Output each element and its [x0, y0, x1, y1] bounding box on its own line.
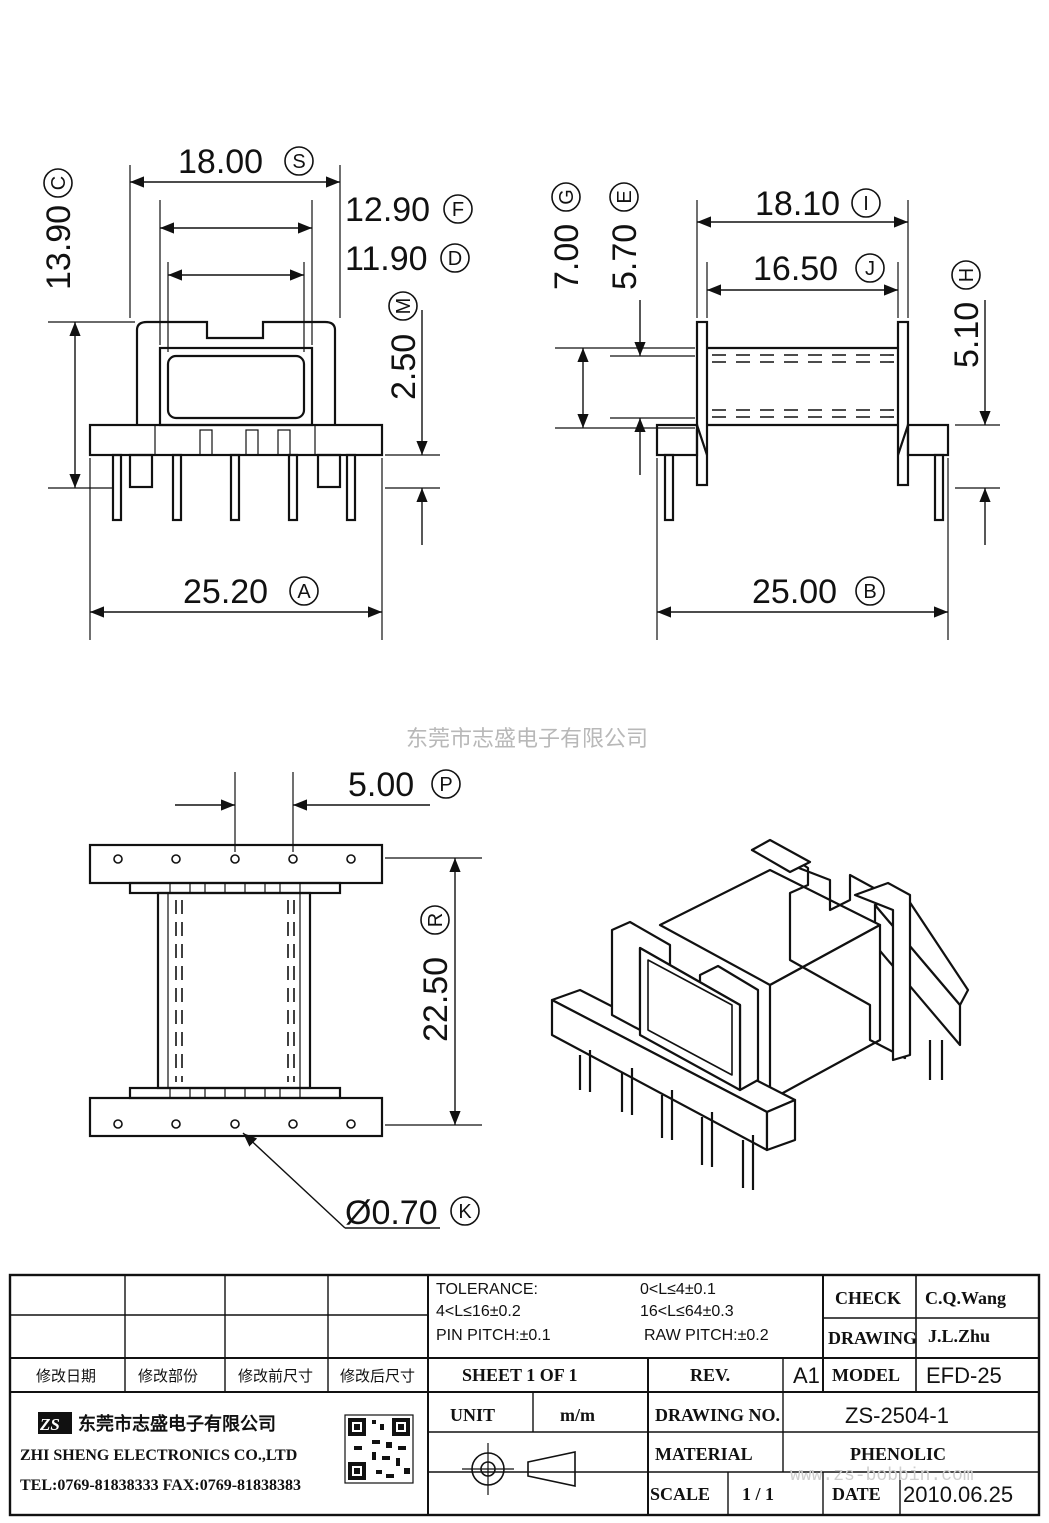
- dim-F: 12.90 F: [345, 191, 473, 229]
- model-label: MODEL: [832, 1365, 900, 1385]
- rev-value: A1: [793, 1363, 820, 1388]
- rev-label: REV.: [690, 1365, 730, 1385]
- dim-E: 5.70 E: [606, 182, 644, 290]
- watermark-text: 东莞市志盛电子有限公司: [406, 727, 648, 752]
- qr-code: [348, 1418, 410, 1480]
- tolerance-1: 0<L≤4±0.1: [640, 1281, 716, 1298]
- rev-header-date: 修改日期: [36, 1367, 96, 1385]
- company-block: ZS 东莞市志盛电子有限公司 ZHI SHENG ELECTRONICS CO.…: [20, 1413, 301, 1494]
- raw-pitch: RAW PITCH:±0.2: [644, 1327, 769, 1344]
- dim-S-value: 18.00: [178, 143, 263, 181]
- rev-header-after: 修改后尺寸: [340, 1367, 415, 1385]
- url-watermark: www.zs-bobbin.com: [790, 1466, 974, 1486]
- drawing-label: DRAWING: [828, 1328, 917, 1348]
- dim-K-letter: K: [458, 1201, 472, 1223]
- isometric-view: [550, 838, 970, 1190]
- check-label: CHECK: [835, 1288, 901, 1308]
- pin-pitch: PIN PITCH:±0.1: [436, 1327, 551, 1344]
- dim-M-letter: M: [393, 298, 415, 315]
- drawing-no-label: DRAWING NO.: [655, 1405, 780, 1425]
- dim-J: 16.50 J: [753, 250, 885, 288]
- material-label: MATERIAL: [655, 1444, 753, 1464]
- dim-E-value: 5.70: [606, 224, 644, 290]
- tolerance-label: TOLERANCE:: [436, 1281, 538, 1298]
- dim-R-value: 22.50: [417, 957, 455, 1042]
- drawing-value: J.L.Zhu: [928, 1326, 990, 1346]
- rev-header-part: 修改部份: [138, 1367, 198, 1385]
- check-value: C.Q.Wang: [925, 1288, 1006, 1308]
- dim-B-letter: B: [863, 581, 876, 603]
- company-contact: TEL:0769-81838333 FAX:0769-81838383: [20, 1477, 301, 1494]
- scale-value: 1 / 1: [742, 1484, 774, 1504]
- dim-E-letter: E: [614, 190, 636, 203]
- dim-G-value: 7.00: [548, 224, 586, 290]
- dim-I-letter: I: [863, 193, 869, 215]
- dim-K: Ø0.70 K: [345, 1194, 480, 1232]
- date-label: DATE: [832, 1484, 881, 1504]
- dim-H-value: 5.10: [948, 302, 986, 368]
- company-name-cn: 东莞市志盛电子有限公司: [78, 1413, 276, 1435]
- dim-G-letter: G: [556, 189, 578, 205]
- rev-header-before: 修改前尺寸: [238, 1367, 313, 1385]
- dim-M-value: 2.50: [385, 334, 423, 400]
- dim-P-value: 5.00: [348, 766, 414, 804]
- date-value: 2010.06.25: [903, 1482, 1013, 1507]
- dim-R: 22.50 R: [417, 905, 455, 1042]
- dim-D-letter: D: [448, 248, 462, 270]
- bottom-view: [88, 772, 482, 1229]
- dim-P: 5.00 P: [348, 766, 461, 804]
- revision-headers: 修改日期 修改部份 修改前尺寸 修改后尺寸: [36, 1367, 415, 1385]
- dim-H: 5.10 H: [948, 260, 986, 368]
- front-view: [48, 165, 440, 640]
- dim-C-value: 13.90: [40, 205, 78, 290]
- dim-F-value: 12.90: [345, 191, 430, 229]
- dim-S-letter: S: [292, 151, 305, 173]
- dim-P-letter: P: [439, 774, 452, 796]
- dim-D-value: 11.90: [345, 240, 428, 278]
- dim-J-letter: J: [865, 258, 875, 280]
- tolerance-3: 16<L≤64±0.3: [640, 1303, 734, 1320]
- side-view: [555, 200, 1000, 640]
- scale-label: SCALE: [650, 1484, 710, 1504]
- dim-A: 25.20 A: [183, 573, 319, 611]
- dim-B: 25.00 B: [752, 573, 885, 611]
- company-name-en: ZHI SHENG ELECTRONICS CO.,LTD: [20, 1447, 297, 1464]
- dim-B-value: 25.00: [752, 573, 837, 611]
- dim-R-letter: R: [425, 913, 447, 927]
- tolerance-block: TOLERANCE: 0<L≤4±0.1 4<L≤16±0.2 16<L≤64±…: [436, 1281, 769, 1344]
- dim-A-value: 25.20: [183, 573, 268, 611]
- dim-G: 7.00 G: [548, 182, 586, 290]
- dim-A-letter: A: [297, 581, 311, 603]
- sheet-text: SHEET 1 OF 1: [462, 1365, 578, 1385]
- title-block: [8, 1273, 1041, 1517]
- dim-C-letter: C: [48, 176, 70, 190]
- unit-value: m/m: [560, 1405, 595, 1425]
- material-value: PHENOLIC: [850, 1444, 946, 1464]
- company-logo: ZS: [39, 1415, 60, 1434]
- dim-I-value: 18.10: [755, 185, 840, 223]
- dim-I: 18.10 I: [755, 185, 881, 223]
- dim-C: 13.90 C: [40, 168, 78, 290]
- model-value: EFD-25: [926, 1363, 1002, 1388]
- tolerance-2: 4<L≤16±0.2: [436, 1303, 521, 1320]
- dim-F-letter: F: [452, 199, 464, 221]
- dim-J-value: 16.50: [753, 250, 838, 288]
- unit-label: UNIT: [450, 1405, 495, 1425]
- dim-S: 18.00 S: [178, 143, 314, 181]
- dim-M: 2.50 M: [385, 291, 423, 400]
- drawing-no-value: ZS-2504-1: [845, 1403, 949, 1428]
- dim-K-value: Ø0.70: [345, 1194, 438, 1232]
- dim-H-letter: H: [956, 268, 978, 282]
- dim-D: 11.90 D: [345, 240, 470, 278]
